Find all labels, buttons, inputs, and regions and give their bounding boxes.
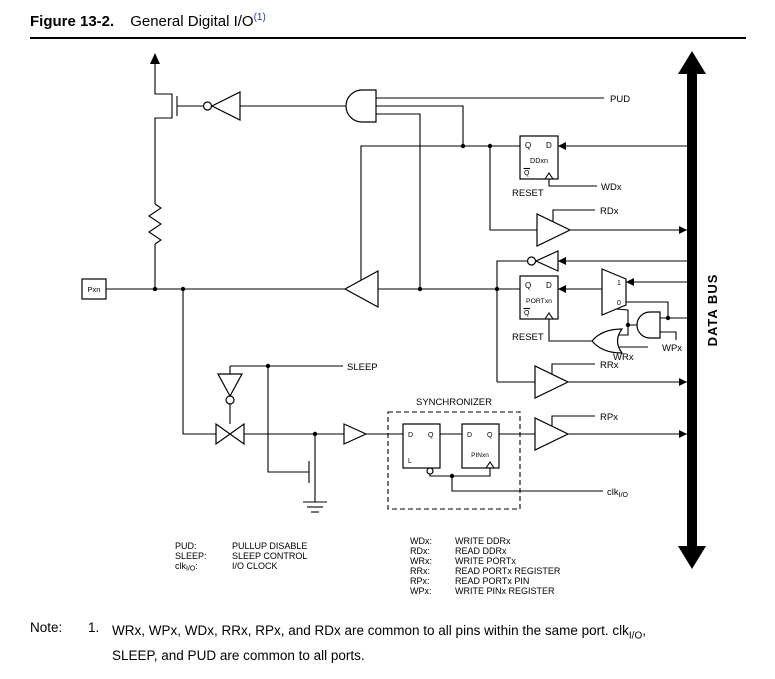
clk-label-sub: I/O — [619, 492, 629, 499]
portxn-input-mux — [601, 268, 627, 316]
vcc-arrow — [150, 53, 160, 64]
pinxn-q-label: Q — [487, 432, 493, 439]
legend-term: WPx: — [410, 586, 432, 596]
output-driver-buffer — [343, 269, 379, 309]
general-digital-io-schematic: DATA BUS — [81, 51, 720, 596]
wire-arrowheads — [558, 142, 687, 438]
legend-desc: READ PORTx REGISTER — [455, 566, 561, 576]
legend-term-clk: clkI/O: — [175, 561, 198, 573]
note-number: 1. — [88, 620, 100, 635]
figure-title: General Digital I/O — [130, 13, 254, 30]
portxn-q-label: Q — [525, 281, 531, 290]
schematic-wires — [106, 62, 687, 513]
pud-label: PUD — [610, 94, 630, 105]
legend-term: SLEEP: — [175, 551, 207, 561]
pinxn-name-label: PINxn — [471, 452, 489, 459]
legend-term: RRx: — [410, 566, 430, 576]
ddxn-clock-wedge — [544, 172, 554, 180]
pin-pad-label: Pxn — [88, 285, 101, 294]
legend-term: WDx: — [410, 536, 432, 546]
ddxn-name-label: DDxn — [530, 156, 548, 165]
rdx-read-buffer — [536, 213, 572, 247]
control-legend: WDx: WRITE DDRx RDx: READ DDRx WRx: WRIT… — [410, 536, 561, 596]
rrx-read-buffer — [534, 365, 570, 399]
wrx-label: WRx — [613, 352, 634, 363]
note-line1-sub: I/O — [628, 630, 643, 642]
portxn-name-label: PORTxn — [526, 298, 552, 305]
note-line1: WRx, WPx, WDx, RRx, RPx, and RDx are com… — [112, 623, 629, 638]
pin-pad — [81, 278, 107, 300]
junction-dots — [152, 143, 671, 479]
wdx-label: WDx — [601, 182, 622, 193]
pinxn-flipflop — [461, 423, 500, 469]
data-bus-arrow: DATA BUS — [678, 51, 720, 569]
ddxn-d-label: D — [546, 141, 552, 150]
wpx-label: WPx — [662, 343, 682, 354]
wrx-or-gate — [591, 328, 624, 354]
note-label: Note: — [30, 620, 63, 635]
figure-note-ref-link[interactable]: (1) — [253, 12, 266, 23]
ddxn-q-label: Q — [525, 141, 531, 150]
ddxn-reset-label: RESET — [512, 188, 544, 199]
pullup-inverter — [202, 91, 241, 121]
clk-io-label: clkI/O — [607, 487, 629, 499]
pinxn-d-label: D — [467, 432, 472, 439]
legend-desc: READ PORTx PIN — [455, 576, 529, 586]
figure-label: Figure 13-2. — [30, 13, 115, 30]
legend-desc: READ DDRx — [455, 546, 507, 556]
portxn-reset-label: RESET — [512, 332, 544, 343]
portxn-qbar-label: Q — [524, 310, 530, 317]
sync-latch — [402, 423, 441, 469]
portxn-d-label: D — [546, 281, 552, 290]
legend-desc: WRITE PINx REGISTER — [455, 586, 555, 596]
sleep-label: SLEEP — [347, 362, 378, 373]
pinxn-clock-wedge — [485, 461, 495, 469]
caption-rule — [30, 37, 746, 39]
sync-input-buffer — [343, 423, 368, 445]
mux-input-0-label: 0 — [617, 300, 621, 307]
legend-term: RPx: — [410, 576, 430, 586]
latch-d-label: D — [408, 432, 413, 439]
mux-input-1-label: 1 — [617, 280, 621, 287]
sleep-inverter — [216, 373, 244, 405]
legend-desc: WRITE DDRx — [455, 536, 511, 546]
figure-caption: Figure 13-2. General Digital I/O(1) — [30, 12, 266, 30]
portxn-flipflop — [519, 275, 559, 320]
pullup-and-gate — [345, 89, 377, 123]
data-bus-label: DATA BUS — [705, 274, 720, 347]
note-line2: SLEEP, and PUD are common to all ports. — [112, 647, 365, 663]
legend-clk-main: clk — [175, 561, 186, 571]
ddxn-qbar-label: Q — [524, 170, 530, 177]
note-text: WRx, WPx, WDx, RRx, RPx, and RDx are com… — [112, 620, 737, 666]
synchronizer-label: SYNCHRONIZER — [416, 397, 492, 408]
legend-desc: WRITE PORTx — [455, 556, 516, 566]
legend-term: WRx: — [410, 556, 432, 566]
legend-desc: I/O CLOCK — [232, 561, 278, 571]
legend-clk-colon: : — [195, 561, 198, 571]
toggle-inverter — [526, 250, 559, 272]
legend-clk-sub: I/O — [186, 566, 196, 573]
latch-enable-bubble — [426, 467, 434, 475]
clk-label-main: clk — [607, 487, 619, 498]
ddxn-flipflop — [519, 135, 559, 180]
legend-desc: SLEEP CONTROL — [232, 551, 307, 561]
rpx-label: RPx — [600, 412, 618, 423]
synchronizer-box — [387, 411, 521, 510]
rdx-label: RDx — [600, 206, 619, 217]
wpx-and-gate — [636, 311, 661, 339]
signal-legend: PUD: PULLUP DISABLE SLEEP: SLEEP CONTROL… — [175, 541, 307, 573]
legend-term: PUD: — [175, 541, 197, 551]
latch-l-label: L — [408, 458, 412, 465]
portxn-clock-wedge — [544, 312, 554, 320]
note-section: Note: 1. WRx, WPx, WDx, RRx, RPx, and RD… — [30, 620, 737, 666]
latch-q-label: Q — [428, 432, 434, 439]
rpx-read-buffer — [534, 417, 570, 451]
note-line1-end: , — [642, 623, 646, 638]
legend-term: RDx: — [410, 546, 430, 556]
legend-desc: PULLUP DISABLE — [232, 541, 307, 551]
rrx-label: RRx — [600, 360, 619, 371]
sleep-pass-gate — [215, 422, 245, 446]
